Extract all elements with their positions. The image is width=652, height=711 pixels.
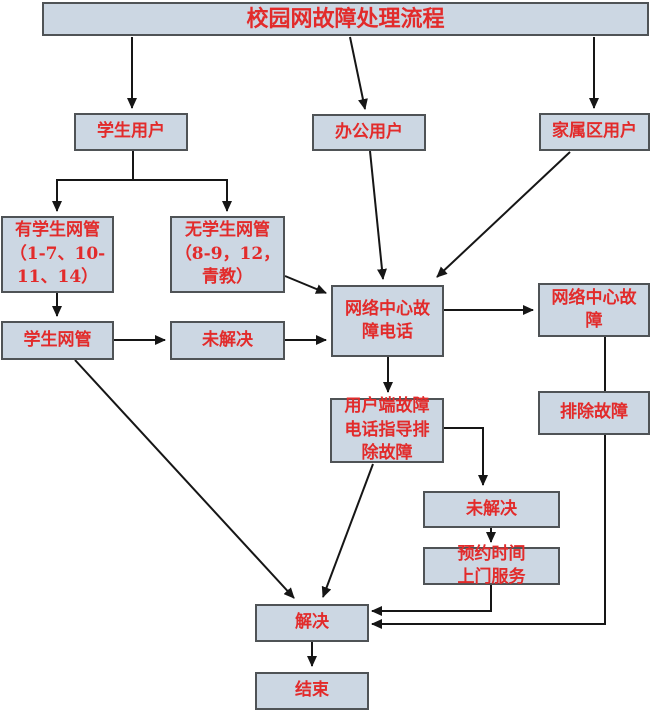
node-network-center-phone: 网络中心故 障电话 bbox=[331, 285, 444, 357]
connector-appointment-to-resolved bbox=[371, 585, 492, 616]
node-appointment: 预约时间 上门服务 bbox=[423, 544, 560, 587]
node-unresolved-1: 未解决 bbox=[170, 321, 285, 360]
node-end: 结束 bbox=[255, 672, 369, 710]
connector-student-admin-to-resolved bbox=[74, 359, 295, 599]
node-student-admin: 学生网管 bbox=[1, 321, 114, 360]
node-student-user: 学生用户 bbox=[74, 113, 188, 151]
node-resolved: 解决 bbox=[255, 604, 369, 642]
node-unresolved-2: 未解决 bbox=[423, 491, 560, 528]
connector-user-side-to-resolved bbox=[321, 463, 374, 598]
node-user-side-guidance: 用户端故障 电话指导排 除故障 bbox=[330, 396, 444, 463]
connector-no-admin-to-center-phone bbox=[284, 275, 327, 294]
node-family-area-user: 家属区用户 bbox=[539, 113, 650, 151]
connector-title-to-office-user bbox=[349, 36, 368, 110]
node-has-student-admin: 有学生网管 （1-7、10- 11、14） bbox=[1, 216, 114, 293]
connector-user-side-to-unresolved2 bbox=[444, 427, 488, 486]
node-title: 校园网故障处理流程 bbox=[42, 2, 649, 36]
node-troubleshoot: 排除故障 bbox=[538, 391, 650, 435]
connector-family-user-to-center-phone bbox=[436, 151, 571, 278]
node-office-user: 办公用户 bbox=[312, 114, 426, 151]
node-no-student-admin: 无学生网管 （8-9，12， 青教） bbox=[170, 216, 285, 293]
connector-office-user-to-center-phone bbox=[369, 150, 387, 280]
node-network-center-fault: 网络中心故 障 bbox=[538, 283, 650, 337]
